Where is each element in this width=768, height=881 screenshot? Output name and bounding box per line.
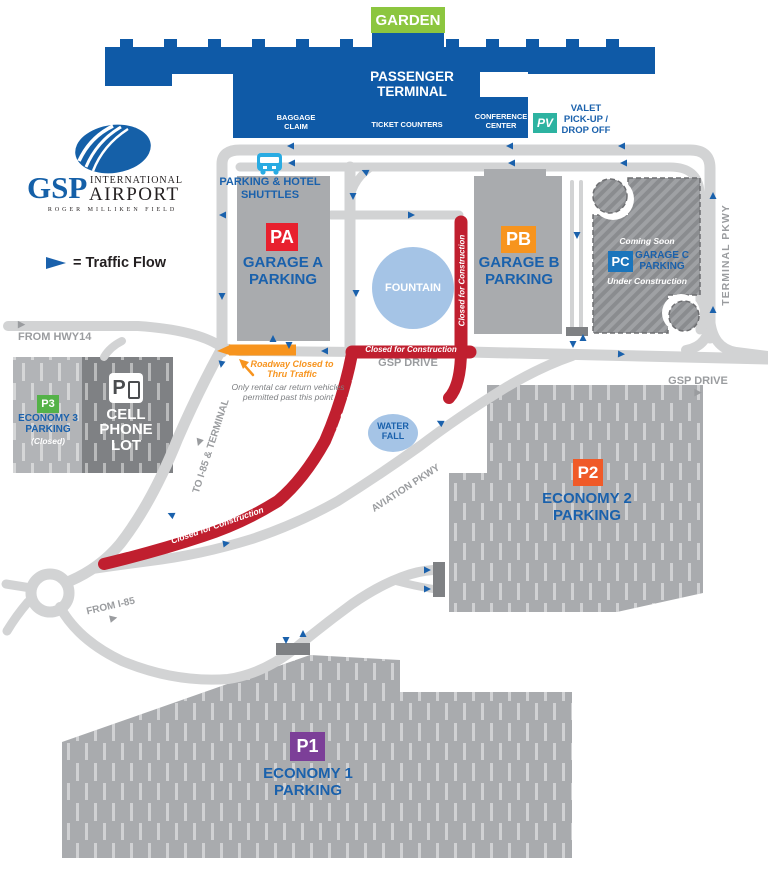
terminal-loop-outer-road	[216, 144, 716, 358]
rental-note-label: Only rental car return vehicles permitte…	[231, 382, 345, 402]
economy2-badge: P2	[573, 459, 603, 486]
terminal-pkwy-junction-right	[705, 313, 768, 361]
from-i85-arrow-icon: ▶	[108, 611, 118, 624]
gsp-drive-east-label: GSP DRIVE ▶	[668, 374, 728, 398]
cell-phone-lot-label: CELL PHONE LOT	[99, 406, 153, 454]
roadway-closed-segment	[217, 344, 296, 356]
economy2-lot[interactable]	[449, 385, 703, 612]
garage-c-coming-soon: Coming Soon	[619, 236, 675, 246]
passenger-terminal-building[interactable]	[105, 26, 655, 138]
roundabout-southwest-exit	[2, 597, 33, 636]
from-hwy14-arrow-icon: ▶	[18, 318, 25, 329]
garage-b-rim	[484, 169, 546, 177]
roadway-closed-arrow-icon	[239, 359, 255, 377]
garage-bc-booth	[566, 327, 588, 336]
fountain-circle	[372, 247, 454, 329]
legend-arrow-icon	[46, 257, 66, 269]
gsp-drive-east-arrow-icon: ▶	[694, 387, 702, 398]
economy3-lot[interactable]	[13, 357, 82, 473]
economy2-booth	[433, 562, 445, 597]
garage-c-building[interactable]	[592, 177, 701, 334]
parking-p-icon: P	[112, 376, 126, 399]
logo-airport-text: AIRPORT	[89, 184, 180, 205]
closed-garage-b-label: Closed for Construction	[457, 234, 467, 327]
garage-a-building[interactable]	[237, 176, 330, 341]
economy2-label: ECONOMY 2 PARKING	[542, 490, 632, 525]
gsp-logo-swoosh	[75, 124, 151, 174]
closed-road-diagonal	[98, 348, 358, 570]
passenger-terminal-label: PASSENGER TERMINAL	[370, 69, 454, 100]
garage-b-badge: PB	[501, 226, 536, 253]
roundabout	[25, 568, 75, 618]
roadway-closed-label: Roadway Closed to Thru Traffic	[250, 359, 334, 380]
logo-field-text: ROGER MILLIKEN FIELD	[47, 207, 178, 213]
conference-center-label: CONFERENCE CENTER	[474, 112, 528, 130]
cell-lot-stub-road	[100, 337, 126, 361]
waterfall-label: WATER FALL	[377, 421, 409, 442]
economy3-label: ECONOMY 3 PARKING	[18, 413, 78, 436]
traffic-flow-arrows	[167, 142, 717, 644]
logo-gsp-text: GSP	[27, 170, 88, 205]
economy1-label: ECONOMY 1 PARKING	[263, 765, 353, 800]
waterfall-ellipse	[368, 414, 418, 452]
logo-international-text: INTERNATIONAL	[90, 175, 183, 186]
from-hwy14-label: ▶ FROM HWY14	[18, 318, 92, 344]
legend-label: = Traffic Flow	[73, 255, 167, 271]
aviation-pkwy-road	[87, 351, 577, 574]
shuttle-bus-icon	[257, 153, 282, 175]
closed-roads	[98, 215, 477, 570]
to-i85-arrow-icon: ◀	[193, 437, 205, 448]
economy1-badge: P1	[290, 732, 325, 761]
valet-label: VALET PICK-UP / DROP OFF	[561, 103, 611, 136]
gsp-drive-west-label: GSP DRIVE	[378, 357, 438, 369]
fountain-label: FOUNTAIN	[384, 282, 441, 294]
ticket-counters-label: TICKET COUNTERS	[371, 120, 443, 129]
garage-b-building[interactable]	[474, 176, 562, 334]
roundabout-west-exit	[1, 579, 36, 593]
from-i85-road	[55, 565, 438, 685]
garage-c-badge: PC	[608, 251, 633, 272]
garage-a-badge: PA	[266, 223, 298, 251]
baggage-claim-label: BAGGAGE CLAIM	[276, 113, 316, 131]
garage-c-label: GARAGE C PARKING	[635, 250, 689, 273]
closed-road-south-leg	[443, 344, 467, 404]
valet-badge: PV	[533, 113, 557, 133]
garage-a-label: GARAGE A PARKING	[242, 254, 324, 289]
economy3-status: (Closed)	[31, 436, 65, 446]
closed-gsp-label: Closed for Construction	[365, 345, 457, 354]
economy1-booth	[276, 643, 310, 655]
garage-c-under-construction: Under Construction	[607, 276, 687, 286]
economy2-entry-branch	[392, 577, 437, 593]
garden-badge: GARDEN	[371, 7, 445, 33]
shuttles-label: PARKING & HOTEL SHUTTLES	[219, 176, 321, 201]
terminal-pkwy-label: TERMINAL PKWY	[720, 204, 733, 306]
phone-icon	[127, 381, 140, 399]
cell-phone-lot-icon: P	[109, 373, 143, 403]
garage-b-label: GARAGE B PARKING	[478, 254, 560, 289]
economy3-badge: P3	[37, 395, 59, 413]
